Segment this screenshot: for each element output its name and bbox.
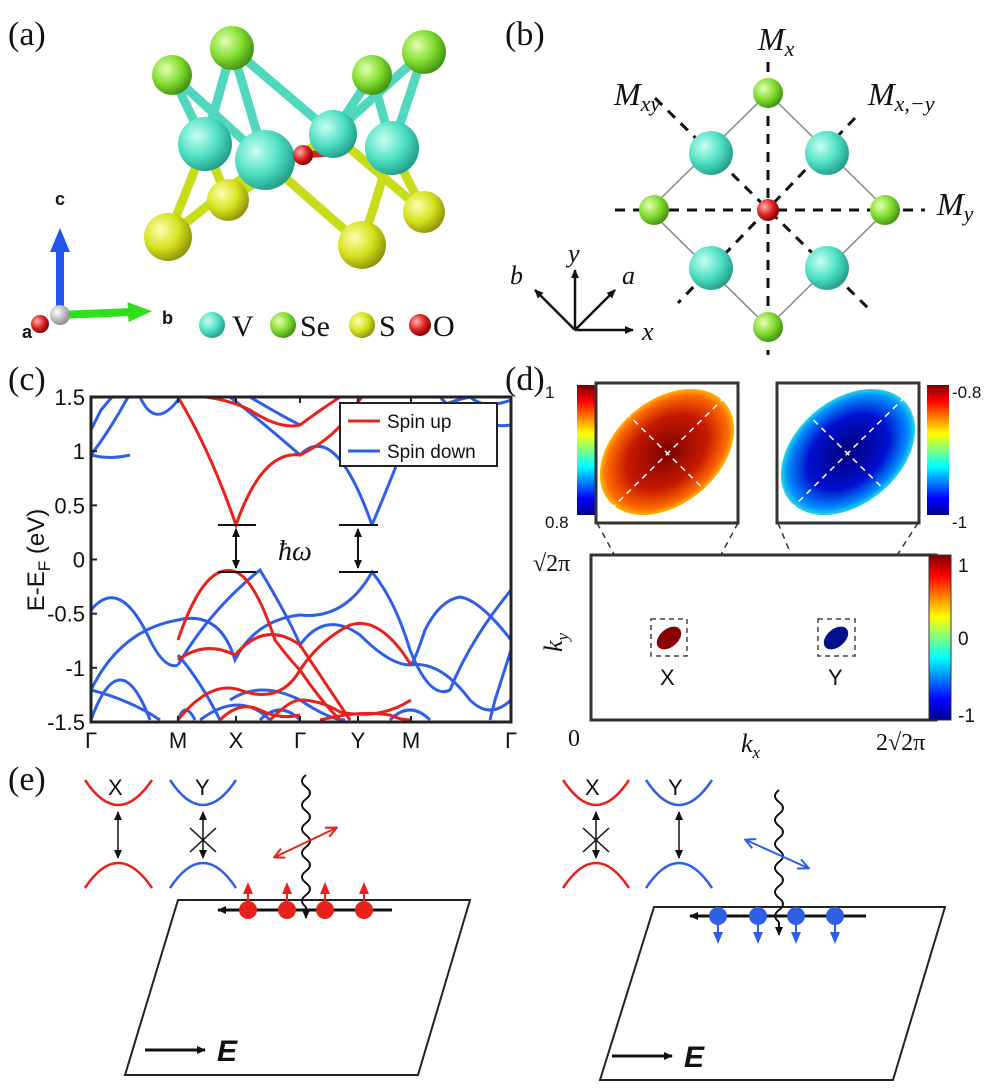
- legend-O: O: [433, 310, 455, 343]
- y-axis-ticks: -1.5 -1 -0.5 0 0.5 1 1.5: [47, 385, 97, 735]
- crystal-structure: [144, 26, 446, 269]
- left-valley-y: Y: [195, 775, 210, 800]
- band-structure-plot: [91, 397, 511, 722]
- panel-a-label: (a): [8, 16, 46, 53]
- right-field-label: E: [684, 1041, 705, 1074]
- x-tick-label: Γ: [85, 728, 97, 753]
- photon-energy-label: ħω: [278, 536, 312, 567]
- x-tick-label: Γ: [505, 728, 517, 753]
- y-tick-label: -1: [65, 656, 85, 681]
- mirror-mxy-label: Mxy: [613, 76, 660, 116]
- mirror-my-label: My: [936, 186, 974, 226]
- cbar-mid: 0: [958, 629, 969, 650]
- axis-b-label: b: [162, 308, 173, 328]
- axis-a-label: a: [22, 322, 33, 342]
- kx-max-label: 2√2π: [876, 730, 925, 756]
- point-Y-label: Y: [828, 665, 843, 690]
- kx-min-label: 0: [568, 726, 580, 752]
- mirror-mx-label: Mx: [757, 21, 795, 61]
- y-axis-label: E-EF (eV): [23, 509, 54, 611]
- axis-c-label: c: [55, 189, 65, 209]
- left-valley-x: X: [108, 775, 123, 800]
- panel-d-label: (d): [505, 361, 545, 398]
- y-tick-label: -0.5: [47, 602, 85, 627]
- inset-x-cbar-min: 0.8: [545, 513, 569, 532]
- brillouin-zone-map: [589, 553, 938, 722]
- inset-x-cbar-max: 1: [545, 383, 554, 402]
- valley-y-spot: [823, 626, 849, 650]
- point-X-label: X: [660, 665, 675, 690]
- legend-Se: Se: [300, 310, 330, 343]
- mirror-mxmy-label: Mx,−y: [867, 76, 935, 116]
- left-field-label: E: [217, 1035, 238, 1068]
- axis-avec-label: a: [622, 261, 635, 290]
- cbar-max: 1: [958, 556, 969, 577]
- x-tick-label: M: [169, 728, 187, 753]
- lattice-axes: c a b: [22, 189, 173, 342]
- panel-b: (b) Mx Mxy Mx,−y My y b a x: [505, 16, 974, 355]
- panel-c: (c): [8, 361, 517, 753]
- right-valley-y: Y: [668, 775, 683, 800]
- y-tick-label: 1: [73, 439, 85, 464]
- panel-e: (e) X Y E: [8, 761, 947, 1081]
- scheme-left: X Y E: [83, 774, 472, 1076]
- band-legend: Spin up Spin down: [339, 402, 498, 467]
- inset-y: -0.8 -1: [775, 381, 981, 532]
- legend-V: V: [232, 310, 254, 343]
- legend-spin-up: Spin up: [387, 412, 451, 433]
- kx-axis-label: kx: [741, 729, 761, 762]
- x-tick-label: Γ: [294, 728, 306, 753]
- panel-b-label: (b): [505, 16, 545, 53]
- panel-d: (d) 1 0.8 -0.8 -1: [505, 361, 981, 762]
- legend-spin-down: Spin down: [387, 442, 476, 463]
- x-tick-label: M: [402, 728, 420, 753]
- y-tick-label: 0.5: [54, 493, 85, 518]
- atom-legend: V Se S O: [199, 310, 455, 343]
- axis-bvec-label: b: [510, 261, 523, 290]
- y-tick-label: 0: [73, 548, 85, 573]
- inset-x: 1 0.8: [545, 381, 740, 532]
- inset-y-cbar-min: -1: [952, 513, 967, 532]
- x-tick-label: Y: [351, 728, 366, 753]
- panel-a: (a): [8, 16, 455, 343]
- y-tick-label: -1.5: [47, 710, 85, 735]
- panel-c-label: (c): [8, 361, 46, 398]
- axis-y-label: y: [565, 239, 580, 268]
- gap-markers: [218, 524, 378, 573]
- xy-axes: [534, 269, 634, 334]
- panel-e-label: (e): [8, 761, 46, 798]
- x-tick-label: X: [229, 728, 244, 753]
- valley-x-spot: [656, 626, 682, 650]
- ky-max-label: √2π: [533, 551, 570, 577]
- inset-y-cbar-max: -0.8: [952, 383, 981, 402]
- cbar-min: -1: [958, 706, 975, 727]
- legend-S: S: [379, 310, 396, 343]
- axis-x-label: x: [641, 317, 654, 346]
- ky-axis-label: ky: [539, 632, 572, 652]
- y-tick-label: 1.5: [54, 385, 85, 410]
- right-valley-x: X: [585, 775, 600, 800]
- scheme-right: X Y E: [561, 775, 947, 1081]
